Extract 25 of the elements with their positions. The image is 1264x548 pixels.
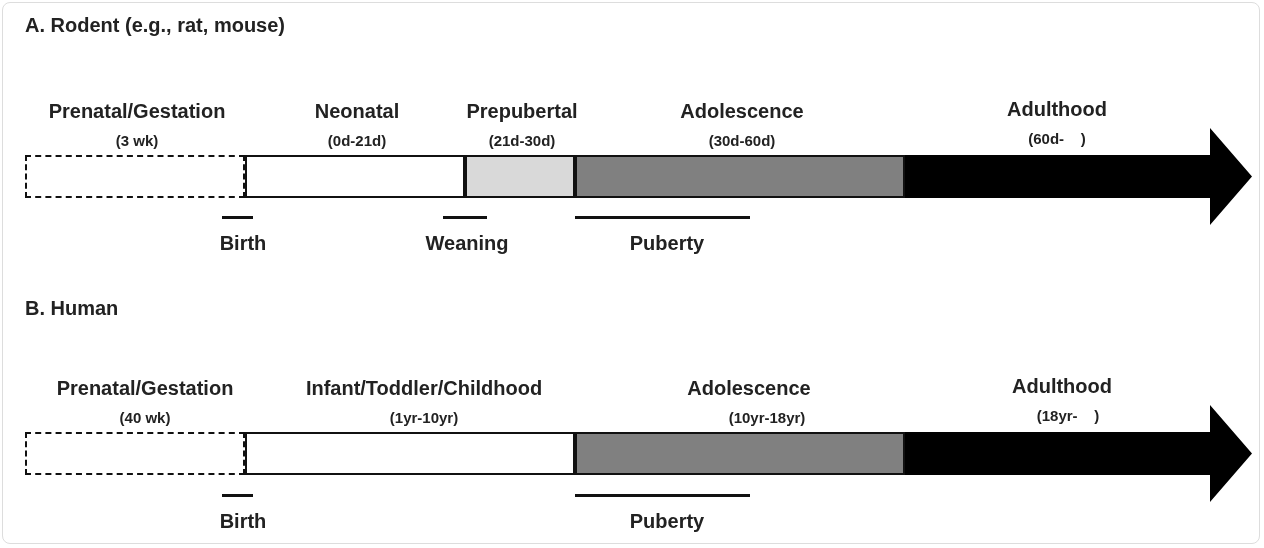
stage-name: Adolescence [687, 378, 811, 398]
age-range: (1yr-10yr) [389, 410, 459, 425]
panel-title: A. Rodent (e.g., rat, mouse) [25, 15, 286, 35]
age-range: (60d- ) [1028, 131, 1086, 146]
stage-name: Neonatal [314, 101, 400, 121]
stage-name: Prenatal/Gestation [48, 101, 226, 121]
event-label: Puberty [629, 511, 705, 531]
age-range: (30d-60d) [708, 133, 776, 148]
age-range: (18yr- ) [1036, 408, 1100, 423]
age-range: (10yr-18yr) [728, 410, 806, 425]
stage-name: Infant/Toddler/Childhood [305, 378, 543, 398]
stage-name: Adulthood [1012, 376, 1112, 396]
panel-title: B. Human [25, 298, 119, 318]
age-range: (21d-30d) [488, 133, 556, 148]
stage-name: Adulthood [1007, 99, 1107, 119]
age-range: (40 wk) [119, 410, 171, 425]
age-range: (3 wk) [115, 133, 159, 148]
event-label: Birth [219, 511, 267, 531]
stage-name: Adolescence [680, 101, 804, 121]
event-label: Puberty [629, 233, 705, 253]
event-label: Birth [219, 233, 267, 253]
event-label: Weaning [425, 233, 509, 253]
age-range: (0d-21d) [327, 133, 387, 148]
stage-name: Prepubertal [466, 101, 578, 121]
stage-name: Prenatal/Gestation [56, 378, 234, 398]
